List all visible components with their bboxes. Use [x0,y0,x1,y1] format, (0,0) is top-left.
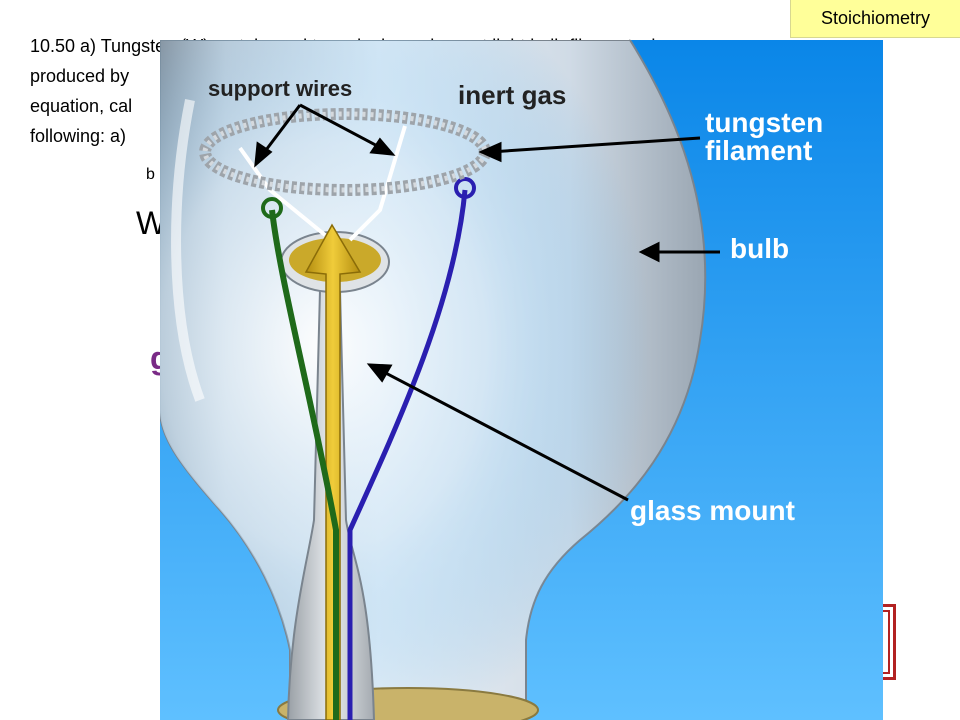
light-bulb-diagram: support wires inert gas tungsten filamen… [160,40,883,720]
label-glass-mount: glass mount [630,495,795,526]
arrow-support-right [299,103,386,152]
part-b-label: b [146,166,155,183]
label-bulb: bulb [730,233,789,264]
arrowhead-glass-mount [366,363,393,383]
label-filament: filament [705,135,812,166]
problem-line-4: following: a) [30,126,127,146]
arrows [254,103,720,502]
arrowhead-bulb [638,241,660,263]
blue-wire-loop [454,177,476,199]
support-wire-right [348,125,407,242]
arrowhead-support-right [369,137,396,156]
green-lead-wire [269,209,339,720]
arrow-tungsten [489,136,701,154]
problem-line-3: equation, cal [30,96,133,116]
bulb-highlight [171,99,205,402]
green-wire-loop [261,197,283,219]
glass-mount-rod [304,223,362,720]
topic-tag: Stoichiometry [790,0,960,38]
label-inert-gas: inert gas [458,80,566,110]
problem-line-2: produced by [30,66,130,86]
arrowhead-support-left [254,141,273,168]
label-tungsten: tungsten [705,107,823,138]
arrow-glass-mount [379,368,629,502]
label-support-wires: support wires [208,76,352,101]
arrowhead-tungsten [478,141,502,163]
blue-lead-wire [347,189,468,720]
